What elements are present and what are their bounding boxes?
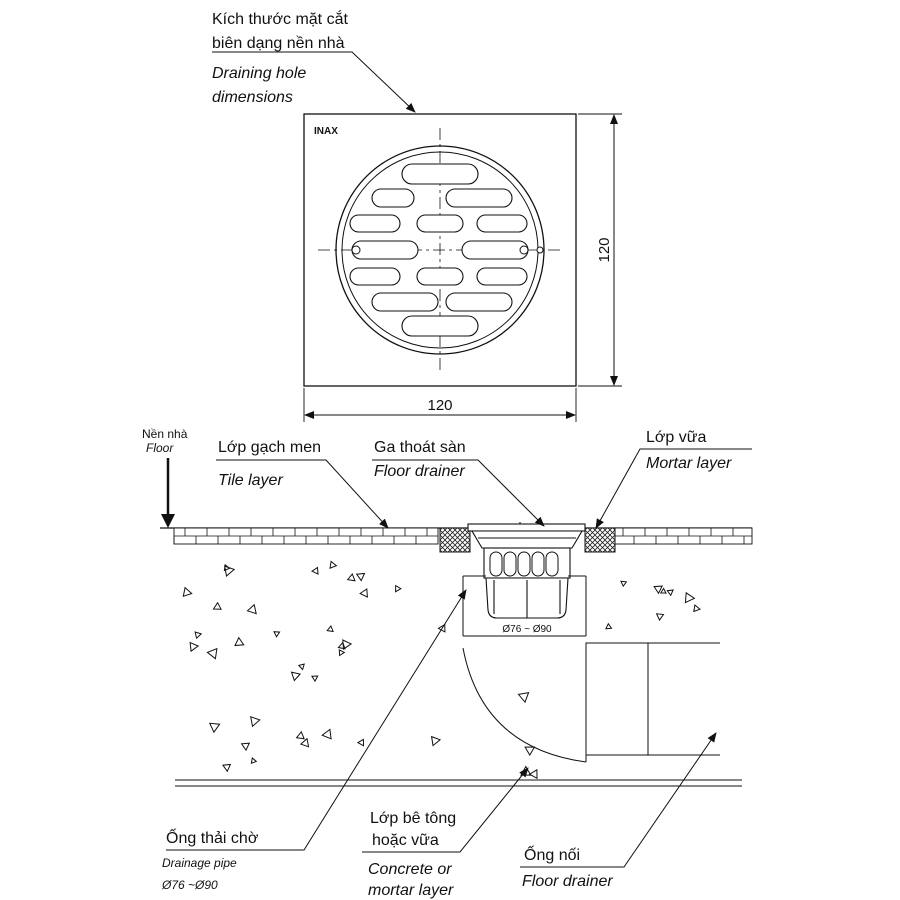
height-dim-text: 120 [596,237,613,262]
concrete-label-en-2: mortar layer [368,882,454,899]
aggregate-stone [355,572,366,582]
aggregate-stone [395,584,402,593]
mortar-leader [595,448,752,529]
top-view: Kích thước mặt cắt biên dạng nền nhà Dra… [212,9,622,422]
aggregate-stone [666,589,674,597]
aggregate-stone [250,716,261,728]
mortar-label-en: Mortar layer [646,455,732,472]
top-label-en-2: dimensions [212,89,293,106]
aggregate-stone [208,722,221,734]
grate-screws [351,245,544,255]
floor-arrow-head [161,514,175,528]
aggregate-stone [321,728,332,740]
aggregate-stone [693,604,701,613]
drainage-pipe-outline [462,575,720,763]
section-view: Nền nhà Floor [142,427,753,899]
floor-label-en: Floor [146,441,174,455]
drainer-label-en: Floor drainer [374,463,465,480]
grate-slots [349,163,529,337]
aggregate-stone [295,730,305,740]
aggregate-stone [189,641,200,653]
width-dim-text: 120 [427,397,452,414]
tile-label-en: Tile layer [218,472,283,489]
tile-brick-joints [173,528,752,544]
aggregate-stone [221,763,232,773]
top-label-vi-1: Kích thước mặt cắt [212,9,348,28]
aggregate-stone [223,563,231,572]
aggregate-stone [337,641,346,650]
drainer-leader [372,459,545,527]
aggregate-stone [329,560,338,569]
aggregate-stone [342,639,353,651]
top-leader-line [212,51,416,113]
inner-dim-text: Ø76 ~ Ø90 [502,624,552,635]
aggregate-stone [653,585,663,595]
tile-label-vi: Lớp gạch men [218,439,321,456]
pipe-label-vi: Ống thải chờ [166,827,259,847]
aggregate-stone [359,588,368,598]
aggregate-stone [299,737,310,748]
aggregate-stone [311,675,319,683]
aggregate-stone [517,691,530,704]
aggregate-stone [182,586,193,598]
mortar-block-right [584,527,616,553]
aggregate-stone [684,591,696,604]
aggregate-stone [430,735,442,747]
concrete-label-vi-1: Lớp bê tông [370,810,456,827]
aggregate-stone [206,647,218,660]
drainer-slots [489,551,559,577]
concrete-leader [362,767,529,853]
aggregate-stone [297,663,305,671]
aggregate-stone [528,768,538,780]
connector-label-vi: Ống nối [524,844,580,864]
mortar-block-left [439,527,471,553]
aggregate-stone [356,738,365,747]
aggregate-stone [659,587,667,594]
concrete-label-vi-2: hoặc vữa [372,832,439,849]
connector-label-en: Floor drainer [522,873,613,890]
top-label-en-1: Draining hole [212,65,306,82]
aggregate-stone [346,573,356,582]
concrete-aggregate [182,560,701,780]
aggregate-stone [273,631,281,638]
aggregate-stone [234,636,245,647]
floor-label-vi: Nền nhà [142,427,188,441]
aggregate-stone [605,622,613,630]
aggregate-stone [290,671,302,682]
pipe-size-text: Ø76 ~Ø90 [161,878,218,892]
aggregate-stone [655,613,665,622]
aggregate-stone [240,742,251,752]
pipe-label-en: Drainage pipe [162,856,237,870]
mortar-label-vi: Lớp vữa [646,429,706,446]
aggregate-stone [194,631,203,640]
aggregate-stone [338,649,346,657]
tile-leader [216,459,389,529]
aggregate-stone [620,580,628,588]
drainer-label-vi: Ga thoát sàn [374,439,466,456]
aggregate-stone [246,603,257,615]
connector-leader [520,732,717,868]
aggregate-stone [326,625,334,633]
pipe-leader [166,589,467,851]
top-label-vi-2: biên dạng nền nhà [212,35,345,52]
aggregate-stone [212,601,222,610]
concrete-label-en-1: Concrete or [368,861,452,878]
aggregate-stone [310,566,319,575]
aggregate-stone [250,757,258,764]
grate-logo: INAX [314,126,338,137]
aggregate-stone [437,623,446,633]
aggregate-stone [524,746,536,757]
